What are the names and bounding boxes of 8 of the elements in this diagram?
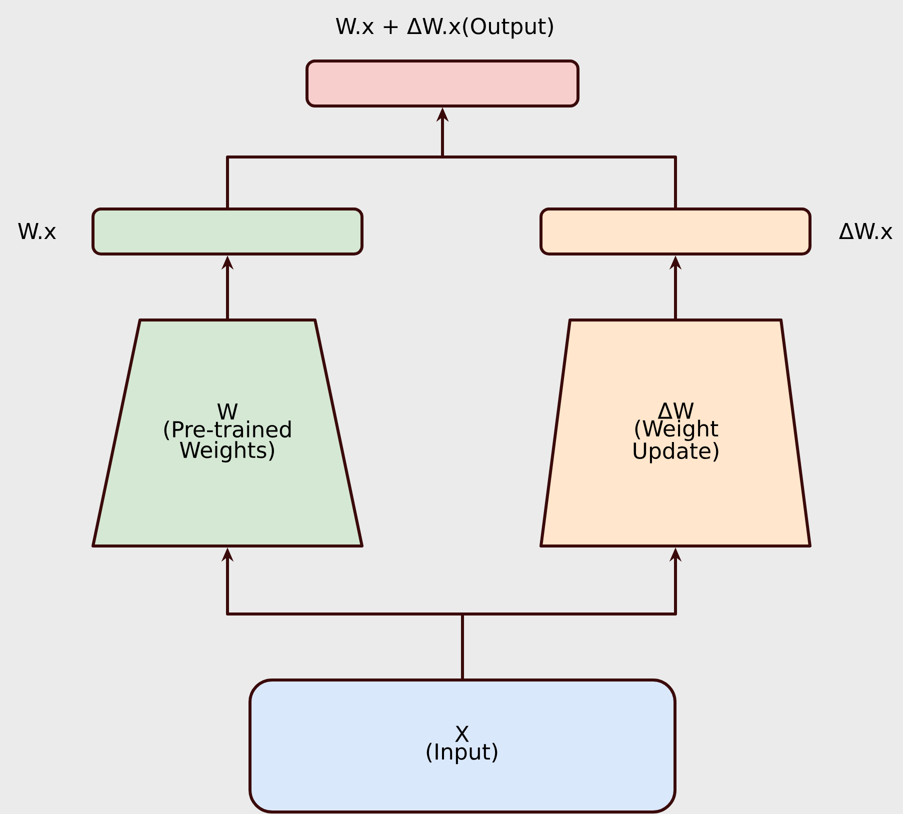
weight-trapezoid: W (Pre-trained Weights) (92, 318, 364, 548)
output-bar: W.x + ΔW.x(Output) (306, 17, 580, 108)
node-label: ΔW.x (839, 222, 892, 240)
output-bar: W.x (18, 207, 364, 256)
output-bar: ΔW.x (540, 207, 892, 256)
node-label: W.x (18, 222, 56, 240)
node-label: W.x + ΔW.x(Output) (336, 17, 553, 39)
input-box: X (Input) (248, 678, 676, 814)
